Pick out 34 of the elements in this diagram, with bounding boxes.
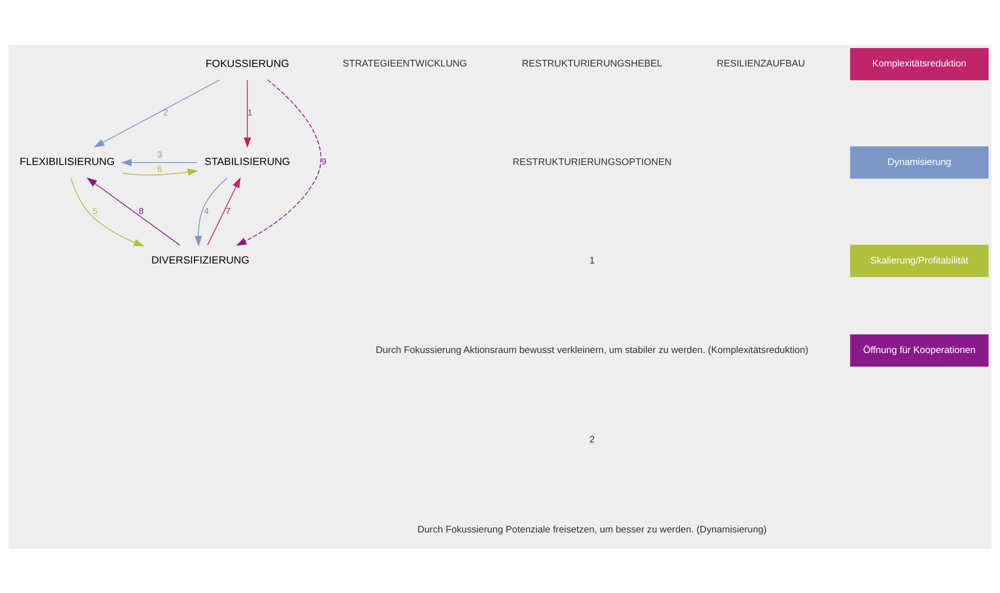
- edge-label: 4: [204, 205, 209, 216]
- arrow: [122, 168, 198, 176]
- label: 1: [589, 254, 595, 266]
- edge-label: 9: [322, 156, 326, 166]
- label: RESTRUKTURIERUNGSHEBEL: [522, 58, 662, 70]
- edge-label: 8: [138, 205, 144, 216]
- arrow: [121, 158, 198, 166]
- legend-label: Skalierung/Profitabilität: [870, 254, 968, 266]
- node-text: FLEXIBILISIERUNG: [20, 156, 115, 168]
- edge-label: 2: [163, 107, 168, 118]
- edge-label: 5: [92, 205, 98, 216]
- arrow: [94, 78, 220, 147]
- edge-label: 7: [226, 205, 231, 216]
- label: RESILIENZAUFBAU: [716, 58, 806, 70]
- arrow: [194, 177, 228, 246]
- edge-label: 6: [157, 164, 162, 174]
- arrow: [86, 177, 180, 246]
- arrow: [70, 177, 144, 246]
- arrow: [236, 78, 322, 246]
- label: Durch Fokussierung Potenziale freisetzen, um besser zu werden. (Dynamisierung): [417, 524, 767, 535]
- legend-label: Dynamisierung: [887, 156, 952, 168]
- label: Durch Fokussierung Aktionsraum bewusst verkleinern, um stabiler zu werden. (Komplexitätsreduktion): [376, 344, 808, 356]
- edge-label: 3: [157, 148, 162, 159]
- node-text: FOKUSSIERUNG: [206, 58, 290, 70]
- arrow: [244, 79, 251, 148]
- edge-label: 1: [248, 107, 252, 118]
- label: 2: [589, 434, 595, 446]
- arrow: [207, 176, 241, 245]
- label: STRATEGIEENTWICKLUNG: [342, 58, 467, 70]
- legend-label: Öffnung für Kooperationen: [863, 344, 976, 356]
- node-text: STABILISIERUNG: [204, 156, 290, 168]
- node-text: DIVERSIFIZIERUNG: [151, 255, 250, 266]
- legend-label: Komplexitätsreduktion: [872, 58, 966, 70]
- label: RESTRUKTURIERUNGSOPTIONEN: [512, 156, 672, 168]
